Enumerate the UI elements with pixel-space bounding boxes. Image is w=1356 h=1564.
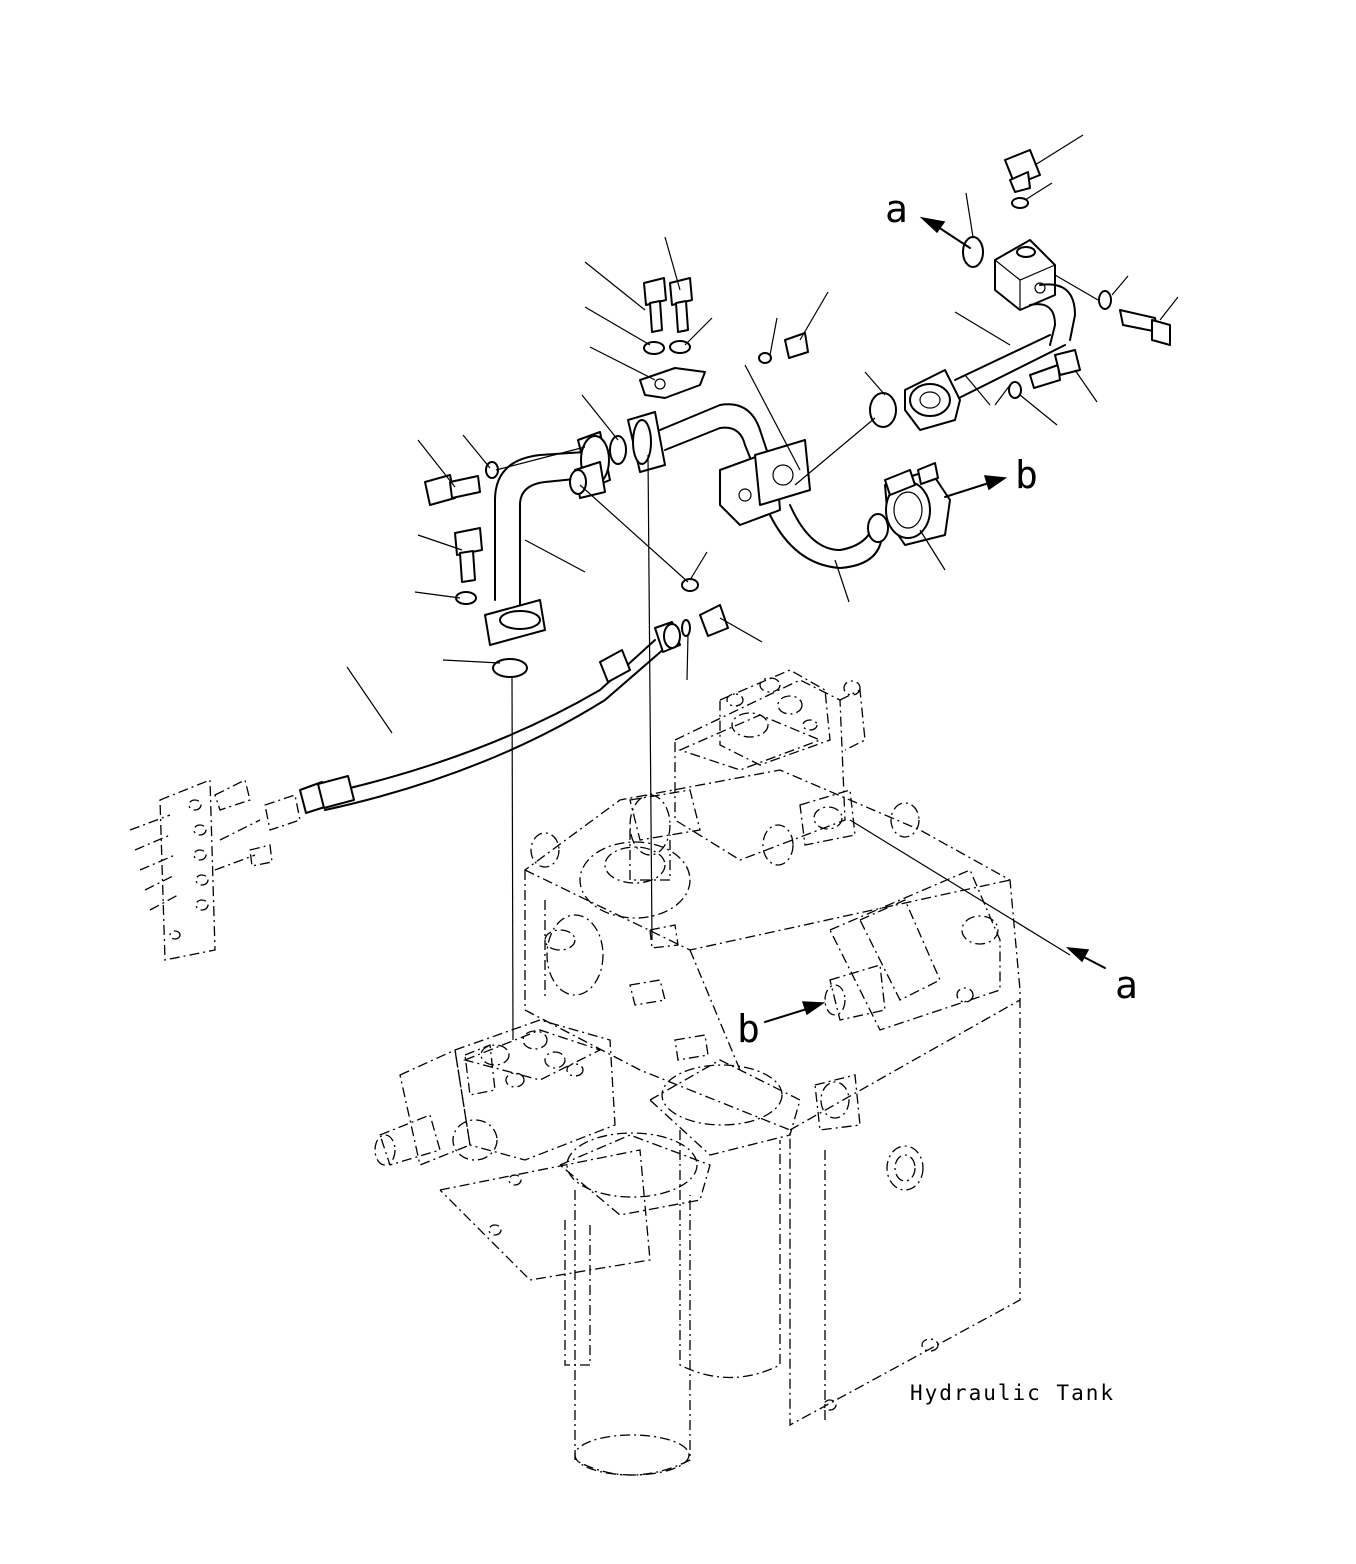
upper-control-valve <box>629 669 866 881</box>
left-elbow-pipe <box>484 431 611 646</box>
hydraulic-hose <box>299 621 681 814</box>
lower-pump <box>374 1019 616 1166</box>
tank-side-cover <box>824 869 1001 1031</box>
bolts <box>424 149 1171 637</box>
tank-fittings <box>814 1074 939 1411</box>
left-bracket <box>129 779 301 961</box>
leader-lines <box>346 134 1179 1041</box>
ref-label-a-side: a <box>1115 963 1138 1007</box>
center-bent-pipe <box>627 403 889 569</box>
ref-label-b-top: b <box>1015 453 1038 497</box>
caption-hydraulic-tank: Hydraulic Tank <box>910 1381 1115 1405</box>
ref-label-b-side: b <box>737 1007 760 1051</box>
right-pipe-assembly <box>904 239 1076 431</box>
filter-housings <box>439 1059 801 1476</box>
clamp-plate <box>639 367 706 399</box>
hydraulic-tank <box>524 769 1021 1427</box>
split-flange-clamp <box>884 462 951 546</box>
ref-label-a-top: a <box>885 187 908 231</box>
washers-orings <box>455 197 1112 678</box>
reference-arrows <box>764 216 1106 1023</box>
